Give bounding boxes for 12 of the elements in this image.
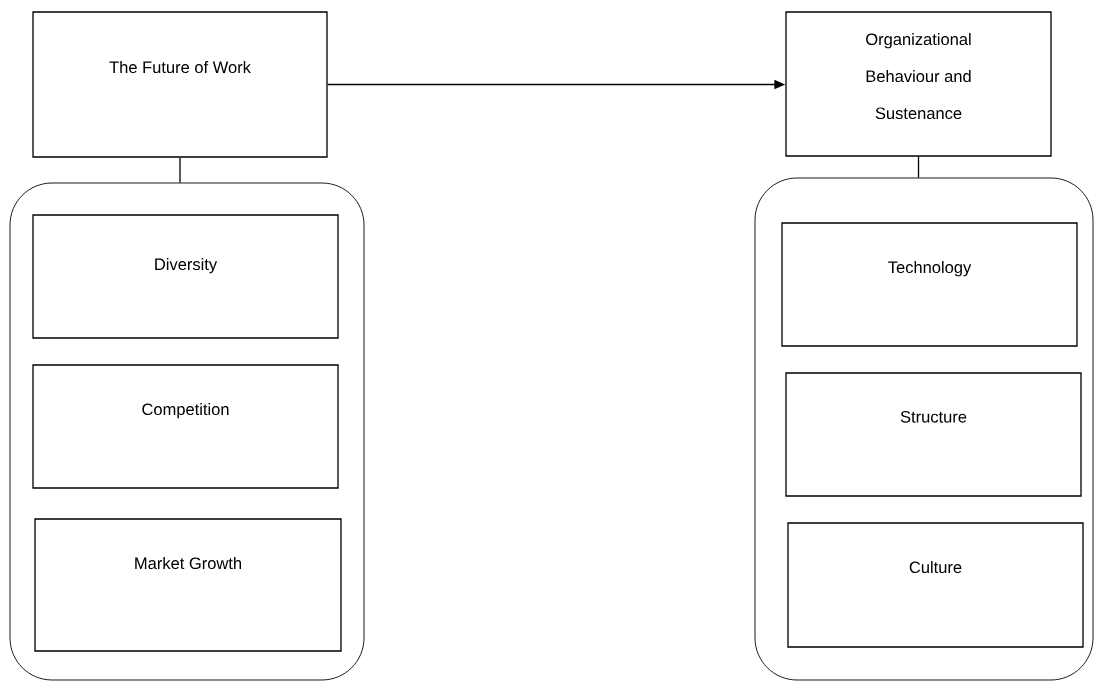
factor-box: Structure: [785, 372, 1082, 497]
factor-box: Market Growth: [34, 518, 342, 652]
group-container: [9, 182, 365, 681]
group-container: [754, 177, 1094, 681]
connector-line: [179, 157, 181, 184]
connector-line: [917, 156, 920, 179]
concept-box: Organizational Behaviour and Sustenance: [785, 11, 1052, 157]
factor-box: Technology: [781, 222, 1078, 347]
factor-box: Culture: [787, 522, 1084, 648]
factor-box: Competition: [32, 364, 339, 489]
factor-box: Diversity: [32, 214, 339, 339]
concept-box: The Future of Work: [32, 11, 328, 158]
